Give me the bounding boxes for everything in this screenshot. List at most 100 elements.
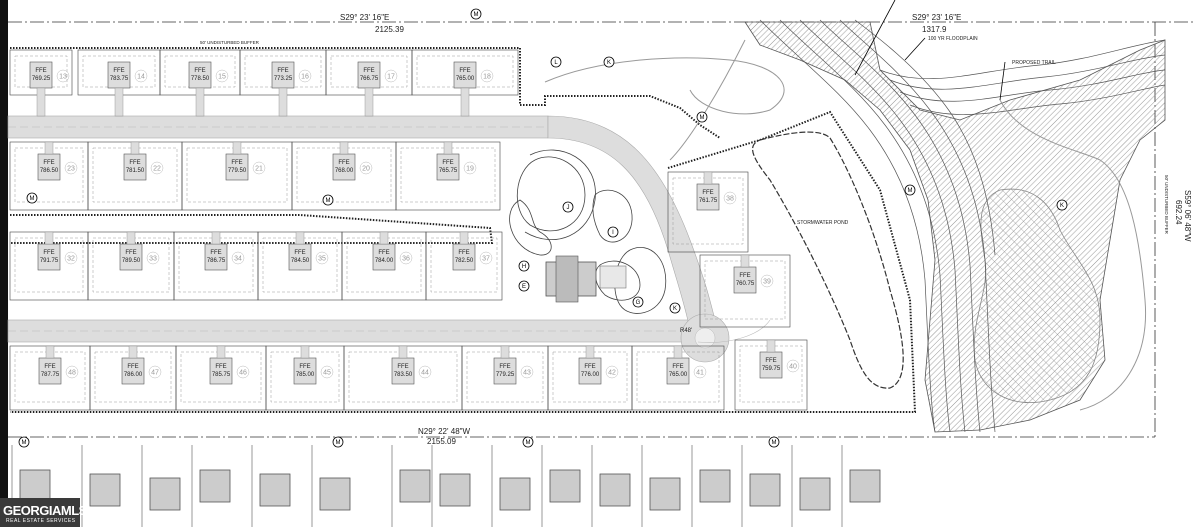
lot-number-circle [480,69,494,83]
cul-de-sac-island [694,327,716,349]
pool [599,265,627,289]
proposed-trail [544,39,1147,411]
setback-line [82,55,156,88]
callout-m: M [322,194,334,206]
lot-number-circle [399,251,413,265]
ffe-label: FFE [294,250,305,256]
setback-line [14,147,84,203]
callout-letter: L [554,60,558,66]
bearing-top-left: S29° 23' 16"E [340,13,389,22]
lot-number: 41 [696,370,704,377]
neighbor-house [399,469,431,503]
neighbor-house [89,473,121,507]
lot-number-circle [64,161,78,175]
ffe-label: FFE [338,160,349,166]
callout-circle [322,194,334,206]
neighbor-house [499,477,531,511]
ffe-label: FFE [299,364,310,370]
driveway [295,231,305,245]
lot-number: 39 [763,279,771,286]
ffe-value: 768.00 [335,168,354,174]
ffe-value: 766.75 [360,76,379,82]
ffe-label: FFE [499,364,510,370]
lot-number: 48 [68,370,76,377]
neighbor-house [199,469,231,503]
buffer-line-top [10,47,721,139]
callout-circle [26,192,38,204]
driveway [339,141,349,155]
house-footprint [332,153,356,181]
callout-circle [518,280,530,292]
callout-circle [696,111,708,123]
neighbor-house [849,469,881,503]
lot-number: 44 [421,370,429,377]
house-footprint [696,183,720,211]
lot-number-circle [252,161,266,175]
callout-letter: M [474,12,479,18]
callout-m: M [696,111,708,123]
neighbor-house [649,477,681,511]
driveway [211,231,221,245]
ffe-value: 759.75 [762,366,781,372]
house-footprint [123,153,147,181]
ffe-label: FFE [363,68,374,74]
callout-circle [603,56,615,68]
pond-label: STORMWATER POND [797,220,849,226]
callout-letter: J [567,205,570,211]
house-footprint [188,61,212,89]
lot-number-circle [134,69,148,83]
callout-letter: K [1060,203,1064,209]
ffe-value: 791.75 [40,258,59,264]
ffe-label: FFE [702,190,713,196]
ffe-label: FFE [765,358,776,364]
driveway [216,345,226,359]
ffe-value: 783.75 [110,76,129,82]
house-footprint [391,357,415,385]
lot-number: 35 [318,256,326,263]
lot-number-circle [418,365,432,379]
callout-circle [1056,199,1068,211]
lot-number-circle [384,69,398,83]
watermark-name: GEORGIAMLS [3,503,87,518]
callout-j: J [562,201,574,213]
lot-number: 36 [402,256,410,263]
house-footprint [357,61,381,89]
ffe-label: FFE [35,68,46,74]
lot-number: 43 [523,370,531,377]
lot-number: 45 [323,370,331,377]
callout-letter: M [336,440,341,446]
ffe-label: FFE [378,250,389,256]
ffe-label: FFE [458,250,469,256]
ffe-value: 787.75 [41,372,60,378]
driveway [766,339,776,353]
lot-number: 13 [59,74,67,81]
house-footprint [107,61,131,89]
callout-k: K [1056,199,1068,211]
ffe-value: 765.00 [669,372,688,378]
driveway [703,171,713,185]
callout-m: M [26,192,38,204]
driveway [459,231,469,245]
ffe-value: 760.75 [736,281,755,287]
neighbor-house [319,477,351,511]
lot-number-circle [56,69,70,83]
callout-m: M [768,436,780,448]
distance-right: 692.24 [1174,200,1183,225]
callout-letter: M [700,115,705,121]
callout-m: M [470,8,482,20]
ffe-value: 765.00 [456,76,475,82]
amenity-area [509,149,667,314]
house-footprint [759,351,783,379]
